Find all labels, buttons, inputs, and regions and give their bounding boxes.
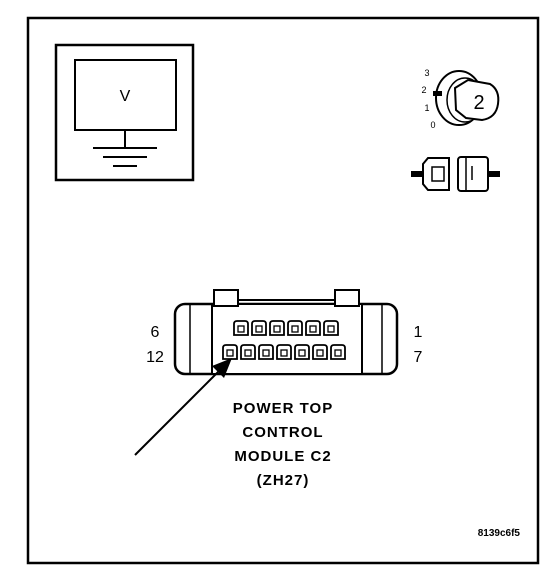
ignition-pos-1: 1 [424,103,429,113]
figure-id: 8139c6f5 [478,528,521,539]
caption-line-1: POWER TOP [233,400,333,417]
connector-body [211,303,363,375]
ignition-pos-0: 0 [430,120,435,130]
caption-line-2: CONTROL [242,424,323,441]
cavity-row-top [233,320,339,336]
diagram-frame [26,16,540,565]
cavity-row-bottom [222,344,346,360]
cavity-top-4 [287,320,303,336]
ignition-key-head [453,78,500,122]
pin-label-12: 12 [146,349,164,366]
cavity-bottom-1 [222,344,238,360]
cavity-bottom-5 [294,344,310,360]
cavity-bottom-6 [312,344,328,360]
cavity-bottom-7 [330,344,346,360]
pin-label-1: 1 [414,324,423,341]
cavity-top-1 [233,320,249,336]
arrow-shaft [134,367,223,456]
ignition-pos-3: 3 [424,68,429,78]
caption-line-3: MODULE C2 [234,448,331,465]
ignition-key-number: 2 [473,92,484,114]
arrow-head [212,358,232,378]
ignition-indicator [433,91,442,96]
cavity-top-5 [305,320,321,336]
left-lock-tab [213,289,239,307]
ignition-pos-2: 2 [421,85,426,95]
pin-label-6: 6 [151,324,160,341]
cavity-bottom-4 [276,344,292,360]
voltmeter-unit: V [120,88,131,105]
voltmeter-icon: V [54,43,195,182]
pointer-arrow [134,358,232,456]
pin-label-7: 7 [414,349,423,366]
cavity-bottom-3 [258,344,274,360]
cavity-top-3 [269,320,285,336]
connector-male-tab [431,166,445,182]
cavity-top-2 [251,320,267,336]
connector-disconnect-icon [411,156,500,192]
lead-right [488,171,500,177]
ignition-switch-icon: 3 2 1 0 2 [421,68,500,130]
caption-line-4: (ZH27) [257,472,310,489]
right-lock-tab [334,289,360,307]
lead-left [411,171,423,177]
connector-c2 [173,289,399,376]
cavity-bottom-2 [240,344,256,360]
connector-female-half [457,156,489,192]
cavity-top-6 [323,320,339,336]
